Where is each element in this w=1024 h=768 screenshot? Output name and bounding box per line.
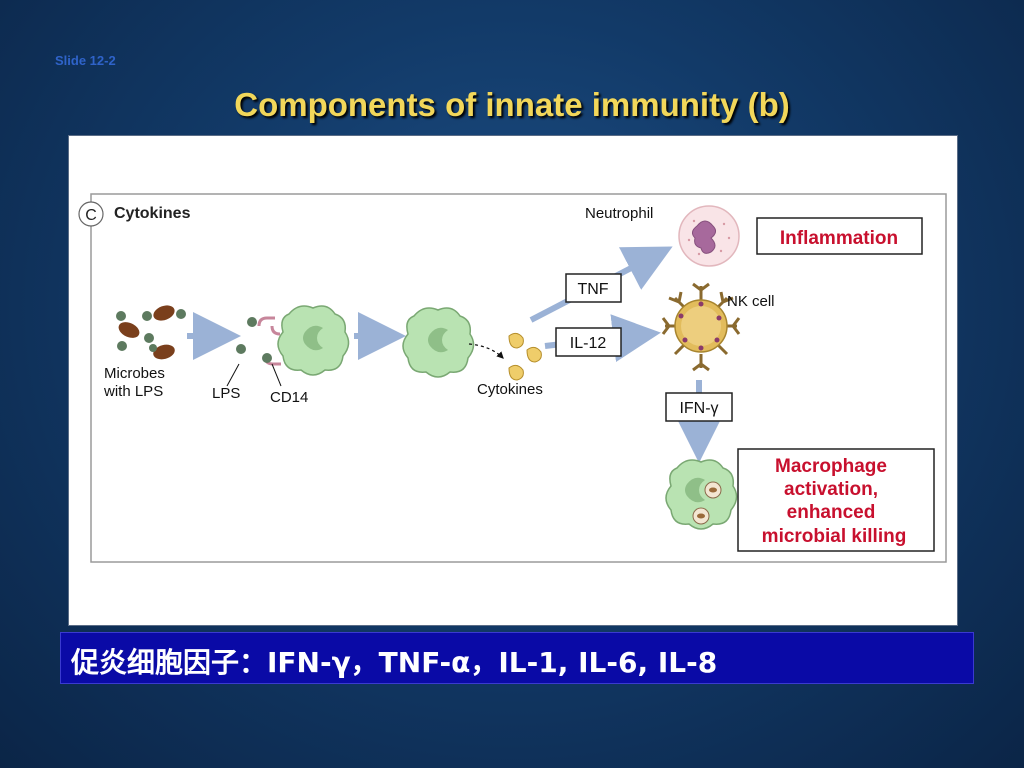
cytokine-banner: 促炎细胞因子：IFN-γ，TNF-α，IL-1, IL-6, IL-8 (60, 632, 974, 684)
panel-letter-badge: C (78, 201, 104, 227)
label-il12: IL-12 (570, 335, 607, 352)
slide-number: Slide 12-2 (55, 53, 116, 68)
ifn-gamma-box (665, 392, 733, 422)
activated-macrophage-icon (402, 307, 475, 378)
slide-title: Components of innate immunity (b) (234, 86, 790, 123)
label-tnf: TNF (577, 281, 608, 298)
label-nk-cell: NK cell (727, 293, 775, 310)
neutrophil-icon (678, 205, 740, 267)
outcome-macrophage-line1: Macrophage (775, 456, 887, 477)
macrophage-activation-box (737, 448, 935, 552)
dashed-secretion-arrow (468, 343, 504, 359)
panel-letter: C (85, 207, 97, 224)
label-neutrophil: Neutrophil (585, 205, 653, 222)
figure-panel: C Cytokines Microbes with LPS (68, 135, 958, 626)
banner-text: 促炎细胞因子：IFN-γ，TNF-α，IL-1, IL-6, IL-8 (71, 646, 718, 679)
activated-macrophage-killing-icon (665, 459, 738, 530)
tnf-box (565, 273, 622, 303)
microbes-with-lps-icon (116, 305, 186, 360)
cytokine-drops-icon (508, 332, 542, 381)
outcome-macrophage-line4: microbial killing (762, 526, 907, 547)
outcome-macrophage-line3: enhanced (787, 502, 876, 523)
label-ifn-gamma: IFN-γ (679, 400, 718, 417)
leader-lps (226, 363, 240, 387)
figure-frame (90, 193, 947, 563)
macrophage-cd14-icon (236, 305, 350, 376)
label-cytokines: Cytokines (477, 381, 543, 398)
label-cd14: CD14 (270, 389, 308, 406)
cytokines-diagram: C Cytokines Microbes with LPS (78, 193, 947, 563)
outcome-inflammation: Inflammation (780, 228, 898, 249)
nk-cell-icon (661, 282, 741, 372)
leader-cd14 (271, 363, 282, 387)
inflammation-box (756, 217, 923, 255)
panel-title: Cytokines (114, 205, 191, 222)
label-microbes-line2: with LPS (103, 383, 163, 400)
il12-box (555, 327, 622, 357)
label-microbes-line1: Microbes (104, 365, 165, 382)
outcome-macrophage-line2: activation, (784, 479, 878, 500)
label-lps: LPS (212, 385, 240, 402)
